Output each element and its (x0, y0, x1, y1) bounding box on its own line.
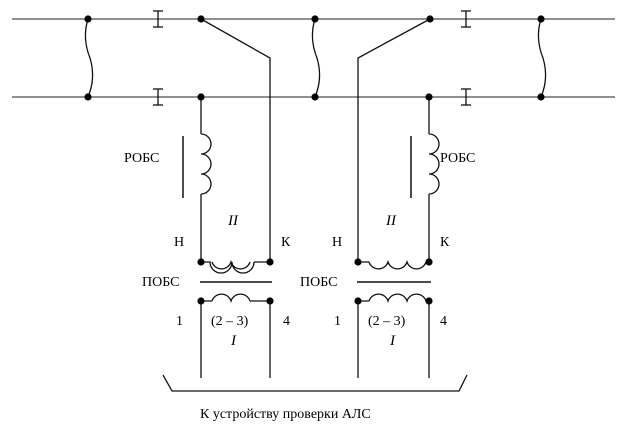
right-n-lead (357, 18, 431, 262)
junction-dots (84, 15, 545, 305)
rail-connector-3 (537, 18, 547, 98)
rail-connector-2 (311, 18, 321, 98)
winding-ii-left-label: II (227, 213, 239, 229)
k-left-label: К (281, 235, 291, 250)
pin1-right-label: 1 (334, 314, 341, 329)
insulating-joint-bottom-left (153, 88, 163, 106)
pin4-right-label: 4 (440, 314, 447, 329)
insulating-joint-top-right (461, 10, 471, 28)
robs-left-label: РОБС (124, 151, 159, 166)
bottom-bracket (162, 374, 468, 392)
insulating-joint-bottom-right (461, 88, 471, 106)
left-k-lead (200, 18, 271, 262)
caption: К устройству проверки АЛС (200, 407, 371, 422)
n-right-label: Н (332, 235, 342, 250)
ratio-left-label: (2 – 3) (211, 314, 249, 329)
pobs-left-label: ПОБС (142, 275, 180, 290)
left-pobs-upper-arcs (211, 259, 251, 270)
ratio-right-label: (2 – 3) (368, 314, 406, 329)
left-pobs-lower-winding (201, 293, 270, 304)
pin1-left-label: 1 (176, 314, 183, 329)
right-robs-coil (428, 133, 440, 195)
right-pobs-lower-winding (358, 293, 429, 304)
pobs-right-label: ПОБС (300, 275, 338, 290)
n-left-label: Н (174, 235, 184, 250)
pin4-left-label: 4 (283, 314, 290, 329)
rail-connector-1 (84, 18, 94, 98)
robs-right-label: РОБС (440, 151, 475, 166)
insulating-joint-top-left (153, 10, 163, 28)
right-pobs-upper-winding (358, 259, 429, 270)
winding-i-left-label: I (230, 333, 237, 349)
winding-ii-right-label: II (385, 213, 397, 229)
k-right-label: К (440, 235, 450, 250)
left-robs-coil (200, 133, 212, 195)
winding-i-right-label: I (389, 333, 396, 349)
